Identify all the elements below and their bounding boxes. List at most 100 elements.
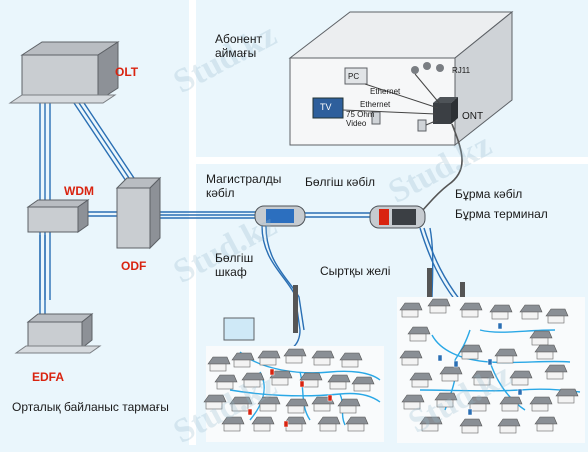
pc-icon xyxy=(344,67,368,85)
house xyxy=(427,298,451,314)
subscriber-area-label: Абонент аймағы xyxy=(215,32,262,60)
house xyxy=(399,350,423,366)
house xyxy=(214,374,238,390)
house xyxy=(251,416,275,432)
central-network-label: Орталық байланыс тармағы xyxy=(12,400,169,414)
ont-device xyxy=(433,97,458,124)
house xyxy=(399,302,423,318)
odf-label: ODF xyxy=(121,259,147,273)
olt-device xyxy=(8,41,120,104)
house xyxy=(337,398,361,414)
house xyxy=(499,396,523,412)
ont-label: ONT xyxy=(462,111,484,122)
wdm-label: WDM xyxy=(64,184,94,198)
house xyxy=(509,370,533,386)
houses xyxy=(203,298,579,434)
house xyxy=(529,330,553,346)
house xyxy=(409,372,433,388)
house xyxy=(471,370,495,386)
tv-label: TV xyxy=(320,102,332,112)
trunk-cable-label: Магистралды кәбіл xyxy=(206,172,282,200)
house xyxy=(345,416,369,432)
house xyxy=(351,376,375,392)
house xyxy=(459,344,483,360)
olt-label: OLT xyxy=(115,65,139,79)
tv-icon xyxy=(312,97,344,119)
house xyxy=(241,372,265,388)
house xyxy=(534,416,558,432)
distribution-terminal xyxy=(369,205,426,229)
house xyxy=(269,370,293,386)
tap-points xyxy=(247,322,523,428)
rj11-label: RJ11 xyxy=(452,66,471,75)
house xyxy=(494,348,518,364)
tap-point-blue xyxy=(497,322,503,330)
house xyxy=(407,326,431,342)
tap-point-blue xyxy=(453,360,459,368)
house xyxy=(283,348,307,364)
ethernet2-label: Ethernet xyxy=(360,100,391,109)
trunk-splice-closure xyxy=(254,205,306,227)
tap-point-red xyxy=(269,368,275,376)
house xyxy=(311,350,335,366)
house xyxy=(497,418,521,434)
phone-icon xyxy=(411,62,444,74)
house xyxy=(489,304,513,320)
divider-horizontal xyxy=(196,157,588,164)
street-cable xyxy=(229,389,381,403)
ethernet-label: Ethernet xyxy=(370,87,401,96)
house xyxy=(207,356,231,372)
house xyxy=(285,398,309,414)
house xyxy=(519,304,543,320)
tap-point-blue xyxy=(487,358,493,366)
house xyxy=(317,416,341,432)
house xyxy=(257,350,281,366)
edfa-label: EDFA xyxy=(32,370,65,384)
tap-point-blue xyxy=(437,354,443,362)
tap-point-red xyxy=(283,420,289,428)
house xyxy=(439,366,463,382)
house xyxy=(339,352,363,368)
subscriber-building xyxy=(288,10,514,147)
house xyxy=(459,418,483,434)
house xyxy=(221,416,245,432)
street-cable xyxy=(454,329,471,361)
splitter-cabinet-label: Бөлгіш шкаф xyxy=(215,251,254,279)
house xyxy=(419,416,443,432)
house xyxy=(459,302,483,318)
divider-vertical xyxy=(189,0,196,445)
house xyxy=(467,396,491,412)
house xyxy=(283,416,307,432)
tap-point-red xyxy=(247,408,253,416)
house xyxy=(534,344,558,360)
house xyxy=(327,374,351,390)
distribution-cable-label: Бөлгіш кәбіл xyxy=(305,175,376,189)
tap-point-blue xyxy=(467,408,473,416)
splitter-cabinet-pole xyxy=(293,285,298,333)
house xyxy=(545,308,569,324)
central-links xyxy=(39,99,260,320)
odf-device xyxy=(115,176,162,250)
house xyxy=(231,352,255,368)
coax-label: 75 Ohm Video xyxy=(346,110,375,128)
house xyxy=(434,392,458,408)
street-cable xyxy=(299,371,311,421)
house xyxy=(544,364,568,380)
splitter-cabinet xyxy=(223,317,255,341)
house xyxy=(203,394,227,410)
tap-point-red xyxy=(327,394,333,402)
drop-terminal-label: Бұрма терминал xyxy=(455,207,548,221)
outside-network-label: Сыртқы желі xyxy=(320,264,391,278)
street-cable xyxy=(479,329,556,333)
house xyxy=(401,394,425,410)
tap-point-red xyxy=(299,380,305,388)
tap-point-blue xyxy=(517,388,523,396)
house xyxy=(257,396,281,412)
house xyxy=(229,396,253,412)
drop-cable-line xyxy=(419,123,463,214)
wdm-device xyxy=(26,199,90,233)
drop-cable-label: Бұрма кәбіл xyxy=(455,187,523,201)
pc-label: PC xyxy=(348,72,360,81)
